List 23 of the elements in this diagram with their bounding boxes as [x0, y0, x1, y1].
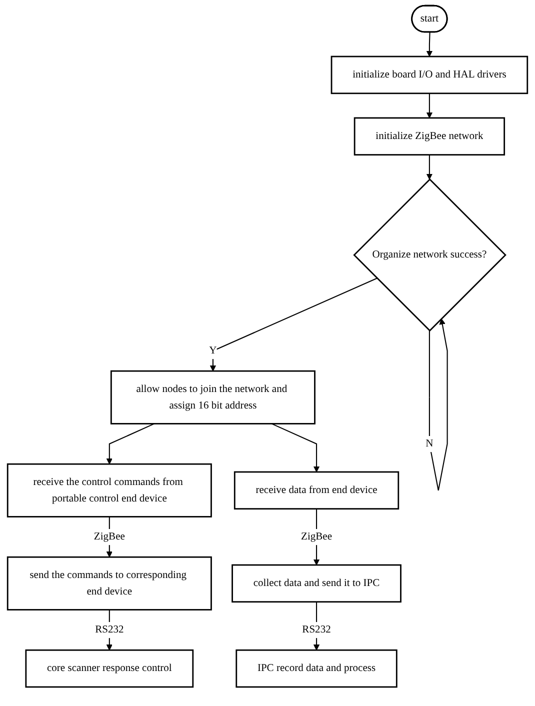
- node-box: receive data from end device: [234, 471, 400, 510]
- node-box: initialize board I/O and HAL drivers: [330, 56, 528, 94]
- edge-label: ZigBee: [94, 531, 125, 542]
- arrow: [271, 423, 320, 472]
- node-box: send the commands to corresponding end device: [6, 556, 212, 610]
- node-box: collect data and send it to IPC: [232, 564, 402, 603]
- edge-label: Y: [209, 345, 217, 356]
- arrow: [426, 154, 433, 180]
- arrow: [426, 32, 433, 57]
- edge-label: RS232: [95, 624, 124, 636]
- node-box: core scanner response control: [25, 649, 194, 688]
- node-box: receive the control commands from portable control end device: [6, 463, 212, 518]
- node-box: IPC record data and process: [236, 649, 398, 688]
- arrow: [428, 318, 448, 490]
- edge-label: RS232: [302, 624, 331, 636]
- arrow: [106, 423, 155, 464]
- arrow: [426, 93, 433, 118]
- node-diamond: Organize network success?: [353, 178, 506, 332]
- arrow: [210, 278, 378, 372]
- node-box: allow nodes to join the network and assign 16 bit address: [110, 370, 316, 424]
- node-box: initialize ZigBee network: [354, 117, 506, 156]
- edge-label: ZigBee: [301, 531, 332, 542]
- edge-label: N: [426, 438, 434, 450]
